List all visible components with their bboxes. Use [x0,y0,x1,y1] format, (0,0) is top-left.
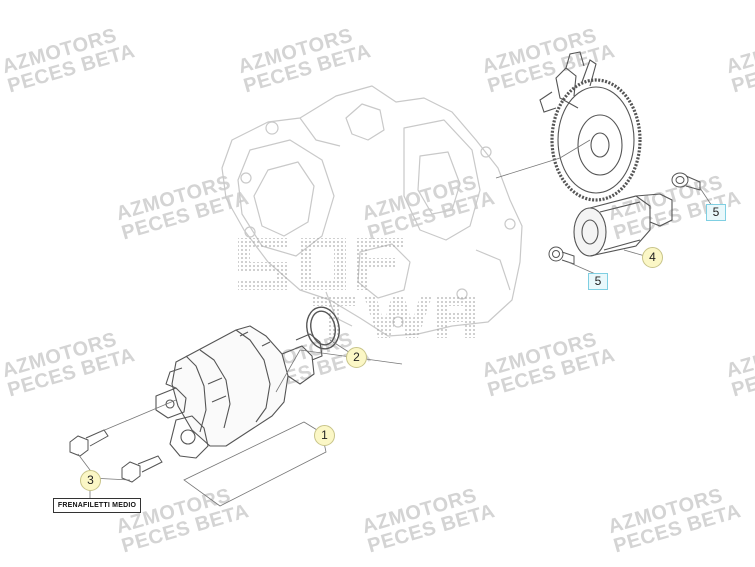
bolt-part-5-upper [671,172,701,191]
leader-lines [77,139,717,507]
callout-5-lower[interactable]: 5 [588,273,608,290]
bolt-part-5-lower [548,246,575,265]
starter-motor [155,325,323,459]
callout-3[interactable]: 3 [80,470,101,491]
threadlocker-note: FRENAFILETTI MEDIO [53,498,141,513]
freewheel-clutch [573,193,673,257]
o-ring [306,306,340,350]
callout-1[interactable]: 1 [314,425,335,446]
callout-5-upper[interactable]: 5 [706,204,726,221]
callout-2[interactable]: 2 [346,347,367,368]
bolt-part-3-lower [121,455,163,483]
starter-gear-flywheel [539,51,642,202]
callout-4[interactable]: 4 [642,247,663,268]
dotted-pattern-overlay [238,238,476,338]
bolt-part-3-upper [69,429,109,457]
